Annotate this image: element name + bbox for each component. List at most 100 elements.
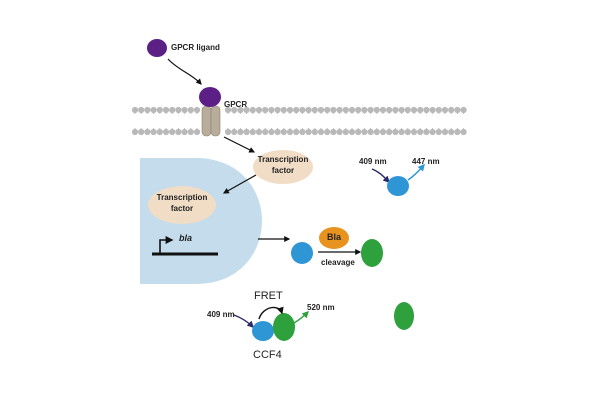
lipid-head <box>144 128 151 136</box>
lipid-head <box>404 106 411 114</box>
lipid-head <box>299 128 306 136</box>
promoter-arrow <box>159 236 174 254</box>
lipid-head <box>435 106 442 114</box>
tf-cytoplasm-line1: Transcription <box>257 155 309 164</box>
ccf4-coumarin <box>252 321 274 341</box>
cleavage-label: cleavage <box>321 258 355 267</box>
lipid-head <box>373 106 380 114</box>
tf-translocation-arrow <box>222 174 257 194</box>
tf-cytoplasm-line2: factor <box>271 166 295 175</box>
emission-arrow-bottom <box>293 311 309 324</box>
emit-bottom-label: 520 nm <box>307 303 335 312</box>
lipid-head <box>410 106 418 114</box>
lipid-head <box>324 106 331 114</box>
lipid-head <box>342 128 349 136</box>
lipid-head <box>224 128 232 136</box>
lipid-head <box>162 128 170 136</box>
cell-membrane <box>131 106 467 136</box>
lipid-head <box>249 128 256 136</box>
lipid-head <box>417 106 424 114</box>
transcription-factor-nucleus <box>148 186 216 224</box>
lipid-head <box>150 106 157 114</box>
lipid-head <box>348 106 356 114</box>
emission-arrow-top <box>407 163 425 181</box>
tf-nucleus-line1: Transcription <box>156 193 208 202</box>
lipid-head <box>169 128 176 136</box>
lipid-head <box>138 106 145 114</box>
lipid-head <box>286 128 294 136</box>
lipid-head <box>404 128 411 136</box>
lipid-head <box>386 106 393 114</box>
lipid-head <box>373 128 380 136</box>
blue-coumarin-emitting <box>387 176 409 196</box>
lipid-head <box>268 106 275 114</box>
lipid-head <box>460 106 467 114</box>
excite-bottom-label: 409 nm <box>207 310 235 319</box>
lipid-head <box>367 106 374 114</box>
gene-label: bla <box>179 233 193 243</box>
lipid-head <box>336 106 343 114</box>
lipid-head <box>435 128 442 136</box>
excitation-arrow-bottom <box>233 314 254 328</box>
lipid-head <box>392 106 399 114</box>
lipid-head <box>379 128 387 136</box>
tf-nucleus-line2: factor <box>170 204 194 213</box>
lipid-head <box>193 128 201 136</box>
gpcr-receptor <box>201 105 221 137</box>
lipid-head <box>367 128 374 136</box>
tf-nucleus-label: Transcription factor <box>148 194 216 213</box>
lipid-head <box>330 106 337 114</box>
emit-top-label: 447 nm <box>412 157 440 166</box>
lipid-head <box>379 106 387 114</box>
lipid-head <box>224 106 232 114</box>
nucleus-shape <box>140 158 262 284</box>
lipid-head <box>361 128 368 136</box>
lipid-head <box>193 106 201 114</box>
lipid-head <box>454 128 461 136</box>
lipid-head <box>255 128 263 136</box>
lipid-head <box>231 128 238 136</box>
lipid-head <box>187 106 194 114</box>
excitation-arrow-top <box>371 168 390 183</box>
excite-top-label: 409 nm <box>359 157 387 166</box>
lipid-head <box>231 106 238 114</box>
lipid-head <box>169 106 176 114</box>
lipid-head <box>162 106 170 114</box>
lipid-head <box>243 128 250 136</box>
lipid-head <box>286 106 294 114</box>
lipid-head <box>305 106 312 114</box>
transcription-factor-cytoplasm <box>253 150 313 184</box>
lipid-head <box>441 106 449 114</box>
lipid-head <box>410 128 418 136</box>
green-fluorescein-free <box>394 302 414 330</box>
lipid-head <box>299 106 306 114</box>
receptor-to-tf-arrow <box>223 136 256 153</box>
lipid-head <box>361 106 368 114</box>
lipid-head <box>144 106 151 114</box>
lipid-head <box>280 106 287 114</box>
lipid-head <box>237 106 244 114</box>
enzyme-label: Bla <box>326 232 341 242</box>
lipid-head <box>131 106 139 114</box>
lipid-head <box>448 106 455 114</box>
lipid-head <box>311 106 318 114</box>
lipid-head <box>156 106 163 114</box>
lipid-head <box>454 106 461 114</box>
lipid-head <box>131 128 139 136</box>
lipid-head <box>448 128 455 136</box>
lipid-head <box>274 128 281 136</box>
lipid-head <box>187 128 194 136</box>
lipid-head <box>398 106 405 114</box>
ccf4-fluorescein <box>273 313 295 341</box>
fret-label: FRET <box>254 290 283 302</box>
lipid-head <box>181 106 188 114</box>
lipid-head <box>237 128 244 136</box>
lipid-head <box>293 106 300 114</box>
substrate-label: CCF4 <box>253 349 282 361</box>
lipid-head <box>181 128 188 136</box>
lipid-head <box>249 106 256 114</box>
lipid-head <box>280 128 287 136</box>
lipid-head <box>305 128 312 136</box>
